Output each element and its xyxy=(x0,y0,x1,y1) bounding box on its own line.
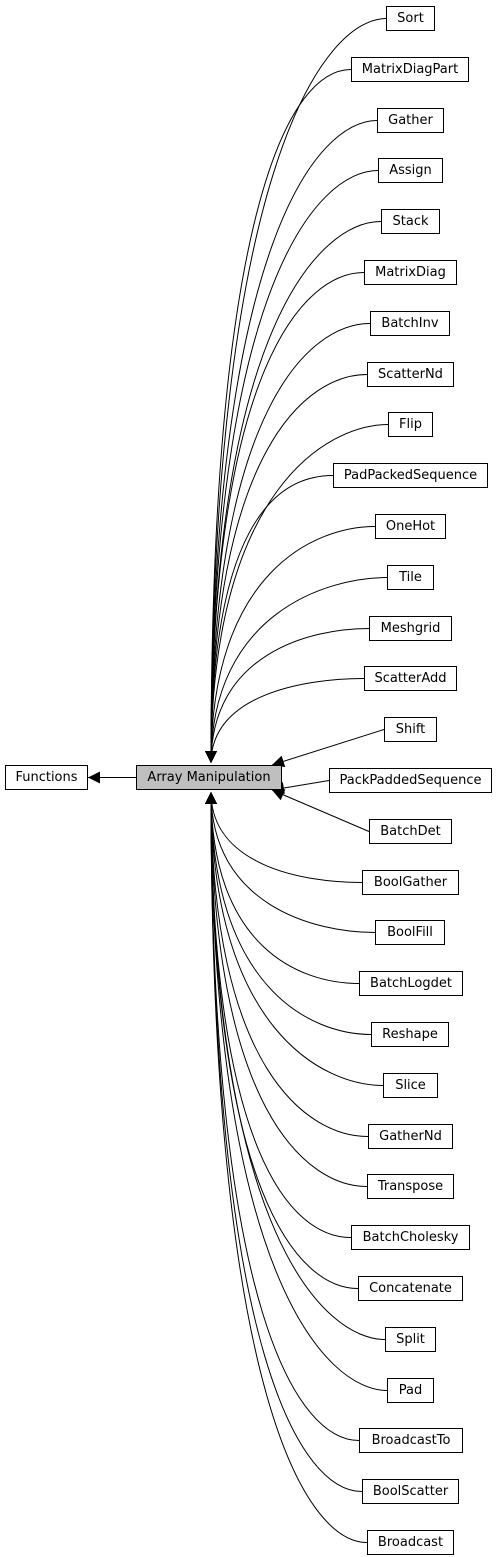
edge-sort-to-array-manipulation xyxy=(205,18,387,764)
node-label: Shift xyxy=(395,722,426,737)
edge-pad-to-array-manipulation xyxy=(205,791,388,1391)
node-onehot[interactable]: OneHot xyxy=(375,514,446,539)
node-matrixdiag[interactable]: MatrixDiag xyxy=(364,260,457,285)
node-packpaddedsequence[interactable]: PackPaddedSequence xyxy=(329,768,492,793)
node-meshgrid[interactable]: Meshgrid xyxy=(369,616,452,641)
node-label: Reshape xyxy=(382,1027,438,1042)
node-label: MatrixDiagPart xyxy=(361,62,459,77)
node-shift[interactable]: Shift xyxy=(384,717,437,742)
node-tile[interactable]: Tile xyxy=(387,565,434,590)
node-boolfill[interactable]: BoolFill xyxy=(375,920,445,945)
node-label: MatrixDiag xyxy=(375,265,446,280)
node-label: PackPaddedSequence xyxy=(339,773,482,788)
edge-scatteradd-to-array-manipulation xyxy=(205,678,365,764)
node-boolscatter[interactable]: BoolScatter xyxy=(362,1479,459,1504)
node-label: Stack xyxy=(392,214,429,229)
node-gather[interactable]: Gather xyxy=(377,108,444,133)
edge-shift-to-array-manipulation xyxy=(271,729,385,768)
node-slice[interactable]: Slice xyxy=(383,1073,438,1098)
node-label: BatchLogdet xyxy=(370,976,452,991)
node-batchinv[interactable]: BatchInv xyxy=(370,311,450,336)
node-flip[interactable]: Flip xyxy=(388,412,433,437)
edge-gather-to-array-manipulation xyxy=(205,120,378,764)
node-padpackedsequence[interactable]: PadPackedSequence xyxy=(333,463,488,488)
edge-matrixdiagpart-to-array-manipulation xyxy=(205,69,352,764)
node-boolgather[interactable]: BoolGather xyxy=(362,870,459,895)
edge-reshape-to-array-manipulation xyxy=(205,791,372,1035)
edge-flip-to-array-manipulation xyxy=(205,424,389,764)
edge-batchlogdet-to-array-manipulation xyxy=(205,791,360,984)
node-functions[interactable]: Functions xyxy=(5,765,88,790)
node-stack[interactable]: Stack xyxy=(381,209,440,234)
edge-gathernd-to-array-manipulation xyxy=(205,791,369,1137)
node-label: Tile xyxy=(399,570,422,585)
edge-batchinv-to-array-manipulation xyxy=(205,323,371,764)
node-label: Split xyxy=(396,1332,425,1347)
edge-transpose-to-array-manipulation xyxy=(205,791,368,1187)
node-label: Meshgrid xyxy=(380,621,441,636)
node-label: BoolFill xyxy=(387,925,433,940)
node-label: Functions xyxy=(15,770,78,785)
edge-boolfill-to-array-manipulation xyxy=(205,791,376,933)
node-label: Broadcast xyxy=(377,1535,444,1550)
node-label: OneHot xyxy=(385,519,436,534)
edge-onehot-to-array-manipulation xyxy=(205,526,376,764)
edge-broadcastto-to-array-manipulation xyxy=(205,791,360,1441)
node-batchdet[interactable]: BatchDet xyxy=(369,819,452,844)
node-label: Array Manipulation xyxy=(147,770,271,785)
node-reshape[interactable]: Reshape xyxy=(371,1022,449,1047)
node-broadcast[interactable]: Broadcast xyxy=(367,1530,454,1555)
edge-matrixdiag-to-array-manipulation xyxy=(205,272,365,764)
node-sort[interactable]: Sort xyxy=(386,6,435,31)
node-label: Slice xyxy=(395,1078,426,1093)
node-array-manipulation[interactable]: Array Manipulation xyxy=(136,765,282,790)
edge-boolscatter-to-array-manipulation xyxy=(205,791,363,1492)
node-label: Assign xyxy=(389,163,432,178)
node-label: Pad xyxy=(398,1383,423,1398)
node-concatenate[interactable]: Concatenate xyxy=(358,1276,463,1301)
node-label: Flip xyxy=(399,417,422,432)
node-label: GatherNd xyxy=(379,1129,442,1144)
edge-meshgrid-to-array-manipulation xyxy=(205,628,370,764)
node-label: BatchInv xyxy=(381,316,439,331)
node-label: ScatterNd xyxy=(378,367,443,382)
node-label: BatchCholesky xyxy=(362,1230,459,1245)
edges-layer xyxy=(88,18,389,1543)
node-label: BatchDet xyxy=(380,824,441,839)
node-label: Gather xyxy=(388,113,433,128)
edge-boolgather-to-array-manipulation xyxy=(205,791,363,883)
edge-padpackedsequence-to-array-manipulation xyxy=(205,475,334,764)
node-label: BoolGather xyxy=(373,875,448,890)
node-label: Sort xyxy=(397,11,424,26)
node-label: PadPackedSequence xyxy=(343,468,478,483)
edge-batchcholesky-to-array-manipulation xyxy=(205,791,352,1238)
node-scatteradd[interactable]: ScatterAdd xyxy=(364,666,457,691)
node-gathernd[interactable]: GatherNd xyxy=(368,1124,453,1149)
node-transpose[interactable]: Transpose xyxy=(367,1174,454,1199)
edge-batchdet-to-array-manipulation xyxy=(271,789,370,832)
edge-concatenate-to-array-manipulation xyxy=(205,791,359,1289)
node-label: Concatenate xyxy=(369,1281,452,1296)
edge-split-to-array-manipulation xyxy=(205,791,386,1340)
node-split[interactable]: Split xyxy=(385,1327,436,1352)
edge-slice-to-array-manipulation xyxy=(205,791,384,1086)
node-broadcastto[interactable]: BroadcastTo xyxy=(359,1428,463,1453)
edge-broadcast-to-array-manipulation xyxy=(205,791,368,1543)
edge-tile-to-array-manipulation xyxy=(205,577,388,764)
node-assign[interactable]: Assign xyxy=(378,158,443,183)
node-matrixdiagpart[interactable]: MatrixDiagPart xyxy=(351,57,469,82)
node-batchlogdet[interactable]: BatchLogdet xyxy=(359,971,463,996)
edge-assign-to-array-manipulation xyxy=(205,170,379,764)
node-label: Transpose xyxy=(377,1179,444,1194)
node-label: BoolScatter xyxy=(372,1484,449,1499)
node-label: ScatterAdd xyxy=(374,671,447,686)
edge-scatternd-to-array-manipulation xyxy=(205,374,368,764)
node-batchcholesky[interactable]: BatchCholesky xyxy=(351,1225,470,1250)
node-scatternd[interactable]: ScatterNd xyxy=(367,362,454,387)
node-pad[interactable]: Pad xyxy=(387,1378,434,1403)
node-label: BroadcastTo xyxy=(371,1433,451,1448)
